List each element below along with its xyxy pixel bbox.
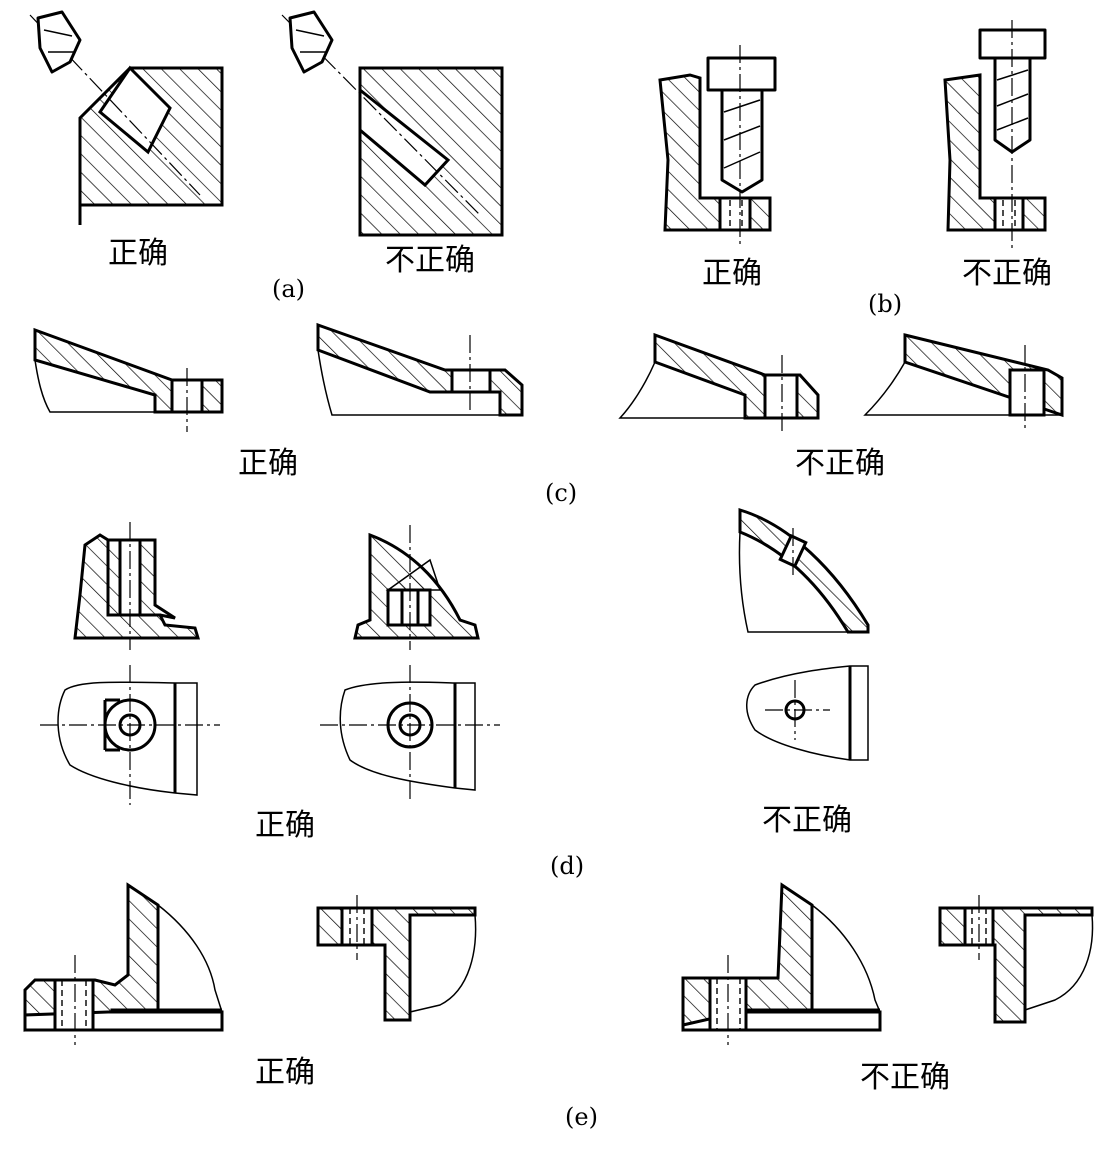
caption-a: (a) — [272, 275, 305, 303]
part-body-d1 — [73, 533, 201, 640]
end-mill-icon — [993, 56, 1032, 154]
panel-a-correct — [29, 10, 224, 225]
label-d-incorrect: 不正确 — [762, 803, 852, 838]
hole-c2 — [450, 368, 492, 394]
caption-c: (c) — [545, 479, 577, 507]
part-body-b1 — [658, 73, 772, 232]
panel-d-correct2-top — [320, 665, 500, 800]
panel-e-incorrect-section — [938, 895, 1094, 1024]
hole-c4 — [1008, 368, 1046, 417]
part-body-b2 — [943, 73, 1047, 232]
panel-d-correct-front — [73, 522, 201, 650]
hole-b2 — [993, 196, 1025, 232]
part-body-d3 — [738, 507, 870, 634]
label-a-incorrect: 不正确 — [385, 243, 475, 278]
label-e-correct: 正确 — [255, 1055, 315, 1090]
drill-bit-icon — [36, 10, 82, 74]
panel-c-correct-2 — [316, 322, 524, 417]
caption-d: (d) — [550, 852, 584, 880]
drill-bit-icon — [288, 10, 334, 74]
label-a-correct: 正确 — [108, 236, 168, 271]
panel-c-incorrect-2 — [863, 333, 1064, 432]
drilled-hole-a1 — [97, 65, 172, 155]
panel-b-correct — [658, 45, 777, 248]
panel-d-incorrect-top — [746, 665, 869, 761]
label-d-correct: 正确 — [255, 808, 315, 843]
label-c-incorrect: 不正确 — [795, 446, 885, 481]
label-e-incorrect: 不正确 — [860, 1060, 950, 1095]
panel-d-correct-top — [40, 665, 220, 805]
panel-e-correct-section — [316, 895, 477, 1022]
panel-c-correct — [33, 327, 224, 432]
panel-e-incorrect-side — [681, 882, 882, 1045]
panel-b-incorrect — [943, 20, 1047, 250]
end-mill-icon — [720, 88, 764, 194]
panel-d-incorrect-front — [738, 507, 870, 634]
hole-b1 — [718, 196, 752, 232]
panel-c-incorrect — [618, 332, 820, 432]
caption-b: (b) — [868, 290, 902, 318]
panel-e-correct-side — [23, 882, 224, 1045]
label-b-incorrect: 不正确 — [962, 256, 1052, 291]
hole-c3 — [763, 373, 799, 420]
label-c-correct: 正确 — [238, 446, 298, 481]
label-b-correct: 正确 — [702, 256, 762, 291]
hole-e1 — [53, 978, 95, 1032]
part-body-e4 — [938, 906, 1094, 1024]
end-mill-holder-icon — [706, 56, 777, 92]
panel-d-correct2-front — [353, 525, 480, 650]
panel-a-incorrect — [281, 10, 504, 237]
caption-e: (e) — [565, 1103, 598, 1131]
